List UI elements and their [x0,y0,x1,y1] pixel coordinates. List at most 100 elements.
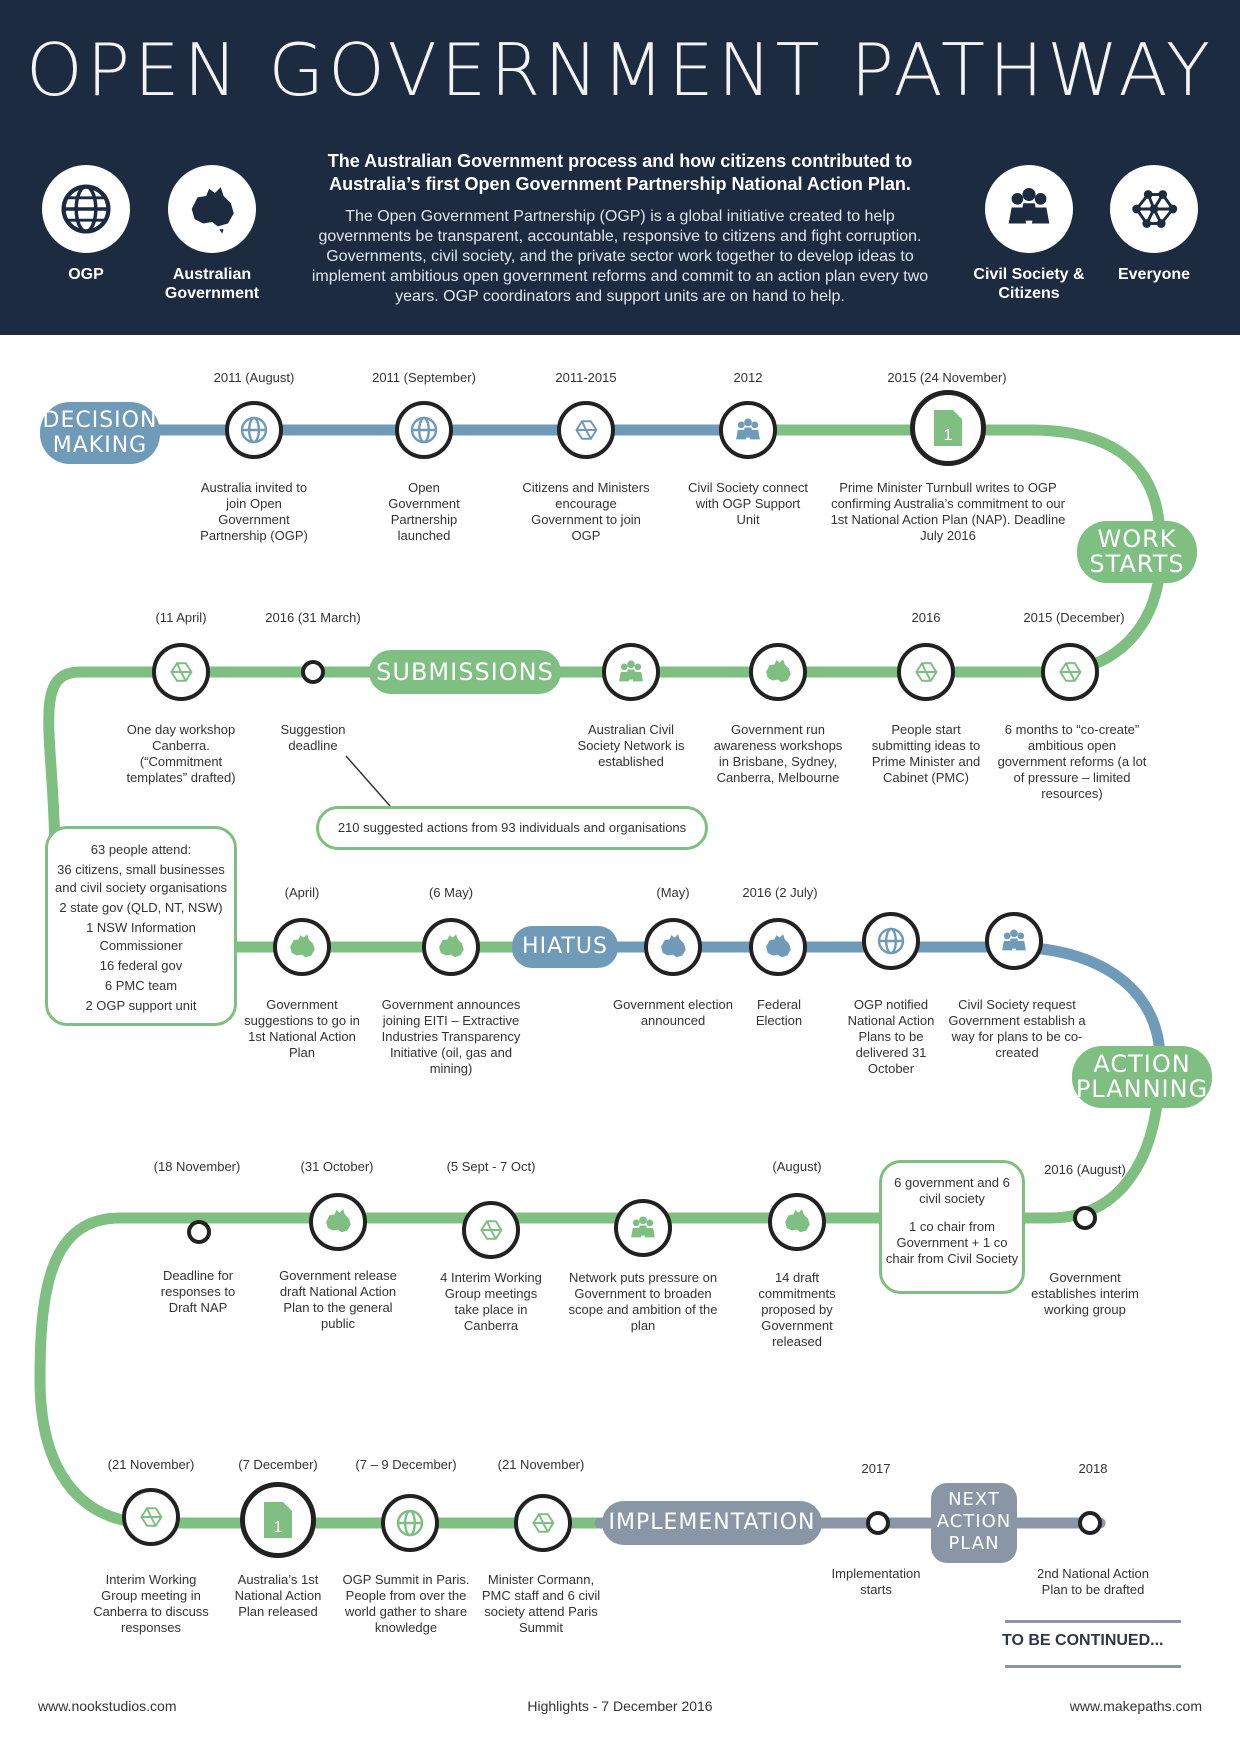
network-icon [170,662,193,682]
event-description: Australia invited to join Open Governmen… [200,480,308,543]
event-description: Government establishes interim working g… [1031,1270,1139,1317]
event-node [122,1488,180,1546]
event-description: Interim Working Group meeting in Canberr… [93,1572,209,1635]
event-node [749,643,807,701]
working-group-callout: 6 government and 6 civil society 1 co ch… [879,1160,1025,1294]
globe-icon [877,927,905,955]
event-description: Federal Election [755,997,803,1028]
event-node [602,643,660,701]
event-description: Civil Society request Government establi… [948,997,1086,1060]
document-icon: 1 [934,410,962,446]
event-date: 2011 (September) [372,370,476,385]
event-node [985,912,1043,970]
australia-map-icon [766,659,791,683]
phase-work-starts: WORK STARTS [1077,521,1197,583]
workshop-attendance-callout: 63 people attend: 36 citizens, small bus… [45,826,237,1026]
callout-line: 36 citizens, small businesses and civil … [55,862,227,895]
event-description: Prime Minister Turnbull writes to OGP co… [830,480,1066,543]
actor-label-everyone: Everyone [1117,266,1191,283]
australia-map-icon [326,1209,351,1233]
network-icon [140,1507,163,1527]
event-node [1041,643,1099,701]
globe-icon [240,416,268,444]
event-node [897,643,955,701]
australia-map-icon [290,934,315,958]
phase-submissions: SUBMISSIONS [369,650,561,694]
network-icon [915,662,938,682]
government-actor-icon [168,165,256,253]
footer-left-link[interactable]: www.nookstudios.com [38,1698,177,1714]
event-date: (5 Sept - 7 Oct) [446,1159,536,1174]
intro-text: The Open Government Partnership (OGP) is… [311,208,929,305]
event-description: Government release draft National Action… [279,1268,397,1331]
event-description: Suggestion deadline [280,722,346,753]
event-description: Implementation starts [831,1566,921,1597]
event-node: 1 [910,390,986,466]
footer-right-link[interactable]: www.makepaths.com [1069,1698,1202,1714]
actor-label-civil-society: Civil Society & Citizens [973,266,1085,302]
event-node [557,401,615,459]
event-description: Civil Society connect with OGP Support U… [688,480,808,527]
callout-line: 1 NSW Information Commissioner [86,920,196,953]
event-date: (6 May) [428,885,474,900]
callout-line: 2 state gov (QLD, NT, NSW) [59,900,223,915]
everyone-actor-icon [1110,165,1198,253]
event-date: 2012 [733,370,763,385]
event-description: Government election announced [613,997,733,1028]
event-date: (21 November) [107,1457,195,1472]
event-date: 2015 (December) [1023,610,1125,625]
divider [1005,1665,1181,1668]
australia-map-icon [191,187,234,234]
event-description: Australia’s 1st National Action Plan rel… [234,1572,322,1619]
event-date: (7 December) [238,1457,318,1472]
australia-map-icon [661,934,686,958]
event-date: 2015 (24 November) [887,370,1007,385]
network-icon [1059,662,1082,682]
event-date: 2011-2015 [555,370,617,385]
event-node [309,1193,367,1251]
event-date: 2016 [911,610,941,625]
event-description: People start submitting ideas to Prime M… [871,722,981,785]
svg-text:1: 1 [944,427,953,444]
globe-icon [61,184,111,234]
callout-line: 2 OGP support unit [85,998,197,1013]
event-description: 2nd National Action Plan to be drafted [1036,1566,1150,1597]
page-subtitle: The Australian Government process and ho… [327,151,913,194]
phase-action-planning: ACTION PLANNING [1072,1046,1212,1108]
callout-line: 16 federal gov [99,958,183,973]
callout-line: 1 co chair from Government + 1 co chair … [885,1219,1019,1266]
event-description: Citizens and Ministers encourage Governm… [522,480,650,543]
actor-label-government: Australian Government [164,266,260,302]
event-node [644,918,702,976]
event-date: (11 April) [155,610,207,625]
event-node [866,1511,890,1535]
phase-implementation: IMPLEMENTATION [602,1501,822,1545]
event-date: 2011 (August) [213,370,295,385]
event-description: OGP notified National Action Plans to be… [847,997,935,1076]
globe-icon [410,416,438,444]
event-date: 2016 (31 March) [265,610,361,625]
event-node [614,1199,672,1257]
event-node [719,401,777,459]
event-description: Open Government Partnership launched [388,480,460,543]
event-node [862,912,920,970]
event-description: Network puts pressure on Government to b… [568,1270,718,1333]
event-description: One day workshop Canberra. (“Commitment … [126,722,236,785]
australia-map-icon [439,934,464,958]
event-date: (7 – 9 December) [355,1457,457,1472]
globe-icon [396,1509,424,1537]
callout-line: 63 people attend: [90,842,192,857]
event-node [301,660,325,684]
event-date: 2018 [1078,1461,1108,1476]
people-icon [619,660,643,682]
australia-map-icon [766,934,791,958]
event-date: 2017 [861,1461,891,1476]
event-description: Government announces joining EITI – Extr… [381,997,521,1076]
actor-label-ogp: OGP [68,266,104,283]
people-icon [1008,187,1050,224]
event-date: 2016 (2 July) [742,885,818,900]
event-node [462,1201,520,1259]
event-description: OGP Summit in Paris. People from over th… [342,1572,470,1635]
event-node [225,401,283,459]
callout-line: 6 government and 6 civil society [894,1175,1010,1206]
